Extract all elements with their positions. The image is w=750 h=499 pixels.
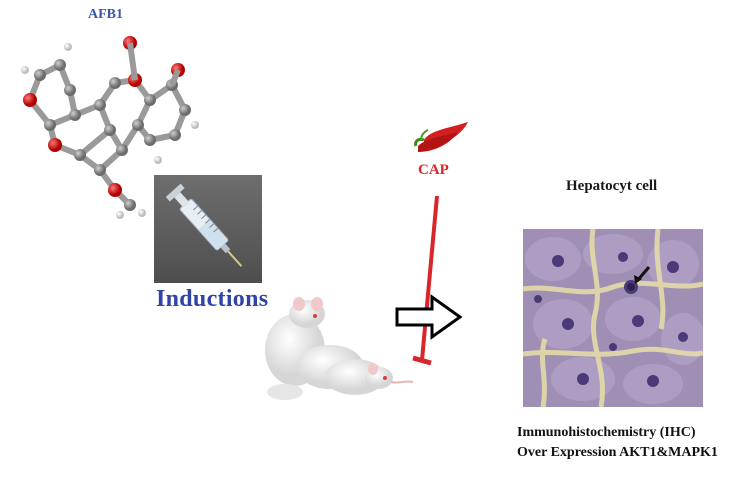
right-arrow-icon xyxy=(395,294,463,340)
histology-image-icon xyxy=(523,229,703,407)
syringe-icon xyxy=(165,183,243,267)
hepatocyte-label: Hepatocyt cell xyxy=(566,178,658,194)
afb1-label: AFB1 xyxy=(88,7,123,22)
cap-label: CAP xyxy=(418,162,449,178)
molecule-model-icon xyxy=(21,36,199,219)
ihc-line1: Immunohistochemistry (IHC) xyxy=(517,425,696,440)
syringe-panel xyxy=(154,175,262,283)
ihc-line2: Over Expression AKT1&MAPK1 xyxy=(517,445,718,460)
rat-group-icon xyxy=(265,297,414,400)
inductions-label: Inductions xyxy=(156,286,269,312)
chili-pepper-icon xyxy=(414,122,468,152)
inhibition-line xyxy=(412,195,439,366)
